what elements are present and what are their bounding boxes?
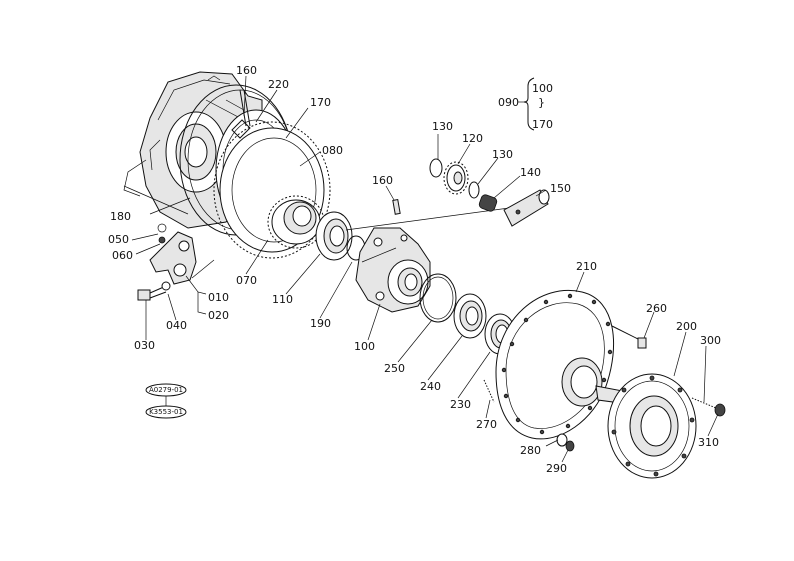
idler-gear-assembly	[345, 158, 550, 231]
callout-140: 140	[520, 166, 541, 179]
bracket-top-label: 100	[532, 82, 553, 95]
callout-030: 030	[134, 339, 155, 352]
hub-flange	[607, 373, 697, 479]
callout-190: 190	[310, 317, 331, 330]
callout-040: 040	[166, 319, 187, 332]
bearing	[453, 293, 487, 339]
callout-230: 230	[450, 398, 471, 411]
pin	[392, 199, 401, 215]
callout-270: 270	[476, 418, 497, 431]
group-bracket: 090 100 } 170	[498, 77, 553, 131]
callout-210: 210	[576, 260, 597, 273]
callout-250: 250	[384, 362, 405, 375]
stud-bolt	[483, 379, 495, 403]
callout-130: 130	[432, 120, 453, 133]
callout-310: 310	[698, 436, 719, 449]
planet-gear	[267, 195, 325, 249]
callout-060: 060	[112, 249, 133, 262]
reference-code-2: K3553-01	[149, 408, 183, 416]
callout-080: 080	[322, 144, 343, 157]
bracket-bottom-label: 170	[532, 118, 553, 131]
callout-100: 100	[354, 340, 375, 353]
final-case-cover	[495, 290, 629, 440]
callout-120: 120	[462, 132, 483, 145]
reference-codes: A0279-01 K3553-01	[145, 383, 187, 419]
leader-lines	[131, 75, 719, 463]
callout-300: 300	[700, 334, 721, 347]
reference-code-1: A0279-01	[149, 386, 183, 394]
callout-160: 160	[372, 174, 393, 187]
wheel-bolt	[691, 397, 726, 417]
callout-150: 150	[550, 182, 571, 195]
bolt-holes	[501, 293, 613, 435]
transmission-case	[123, 71, 263, 229]
bracket-main-label: 090	[498, 96, 519, 109]
nut-washer	[556, 433, 575, 452]
callout-290: 290	[546, 462, 567, 475]
callout-020: 020	[208, 309, 229, 322]
callout-050: 050	[108, 233, 129, 246]
bearing	[315, 211, 353, 261]
bolt	[137, 281, 171, 301]
bolt	[611, 325, 647, 349]
callout-260: 260	[646, 302, 667, 315]
callout-130: 130	[492, 148, 513, 161]
axle-housing	[355, 227, 431, 313]
o-ring	[419, 273, 457, 323]
bracket-mid-mark: }	[538, 96, 545, 109]
callout-280: 280	[520, 444, 541, 457]
callout-170: 170	[310, 96, 331, 109]
callout-220: 220	[268, 78, 289, 91]
callout-200: 200	[676, 320, 697, 333]
callout-160: 160	[236, 64, 257, 77]
callout-240: 240	[420, 380, 441, 393]
callout-180: 180	[110, 210, 131, 223]
callout-010: 010	[208, 291, 229, 304]
callout-110: 110	[272, 293, 293, 306]
callout-070: 070	[236, 274, 257, 287]
bracket	[149, 223, 197, 285]
callout-labels: 160 220 170 080 180 050 060 070 010 020 …	[108, 64, 721, 475]
